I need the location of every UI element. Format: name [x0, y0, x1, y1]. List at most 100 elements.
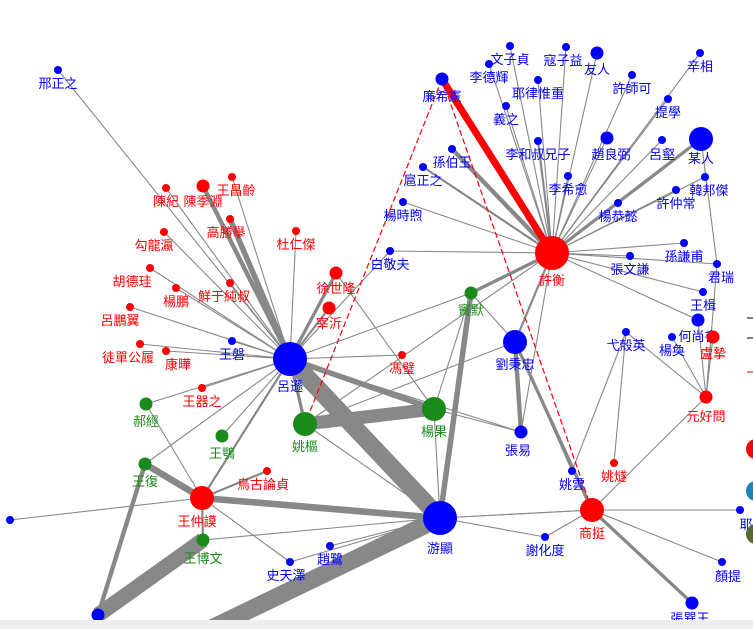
node-dot[interactable] [622, 328, 630, 336]
node-n37[interactable]: 孫伯玉 [432, 145, 472, 171]
node-dot[interactable] [196, 533, 210, 547]
node-dot[interactable] [562, 43, 570, 51]
node-n47[interactable]: 友人 [584, 46, 610, 79]
node-n67[interactable]: 姚雲 [559, 467, 585, 493]
node-n2[interactable]: 陳紀 [153, 184, 179, 210]
node-n22[interactable]: 楊果 [421, 397, 447, 440]
node-dot[interactable] [422, 397, 446, 421]
node-dot[interactable] [329, 266, 343, 280]
node-n36[interactable]: 扈正之 [403, 163, 443, 189]
node-n52[interactable]: 呂壑 [649, 136, 675, 163]
node-dot[interactable] [172, 284, 180, 292]
node-dot[interactable] [423, 501, 457, 535]
node-n31[interactable]: 竇默 [458, 286, 484, 320]
node-n10[interactable]: 鮮于純叔 [198, 279, 250, 305]
node-dot[interactable] [699, 390, 713, 404]
node-n14[interactable]: 王磐 [219, 337, 245, 363]
node-dot[interactable] [502, 102, 510, 110]
node-dot[interactable] [706, 330, 720, 344]
node-n73[interactable] [91, 608, 105, 622]
node-n4[interactable]: 王昌齡 [216, 173, 256, 199]
node-n33[interactable]: 張易 [505, 425, 531, 460]
node-dot[interactable] [273, 342, 307, 376]
node-dot[interactable] [568, 467, 576, 475]
bottom-scroll-strip[interactable] [0, 620, 753, 629]
node-n26[interactable]: 王博文 [183, 533, 223, 568]
node-dot[interactable] [226, 279, 234, 287]
node-dot[interactable] [736, 506, 744, 514]
node-dot[interactable] [136, 340, 144, 348]
node-dot[interactable] [600, 131, 614, 145]
node-n15[interactable]: 呂遜 [273, 342, 307, 395]
node-dot[interactable] [293, 412, 317, 436]
node-n65[interactable]: 元好問 [686, 390, 726, 426]
node-dot[interactable] [614, 199, 622, 207]
node-n46[interactable]: 許衡 [535, 236, 569, 289]
node-dot[interactable] [564, 172, 572, 180]
node-n35[interactable]: 楊時煦 [383, 198, 423, 224]
node-dot[interactable] [503, 330, 527, 354]
node-n30[interactable]: 馮璧 [389, 351, 415, 377]
node-n70[interactable]: 顏提 [715, 558, 741, 585]
node-n19[interactable]: 王器之 [182, 384, 222, 410]
node-n11[interactable]: 呂鵬翼 [100, 303, 140, 329]
node-n21[interactable]: 姚樞 [292, 412, 318, 455]
node-dot[interactable] [91, 608, 105, 622]
node-dot[interactable] [126, 303, 134, 311]
node-dot[interactable] [541, 533, 549, 541]
node-n60[interactable]: 王楫 [690, 288, 716, 314]
node-dot[interactable] [190, 486, 214, 510]
node-dot[interactable] [534, 76, 542, 84]
node-n56[interactable]: 楊恭懿 [598, 199, 638, 225]
node-dot[interactable] [228, 337, 236, 345]
node-dot[interactable] [286, 558, 294, 566]
node-n40[interactable]: 文子貞 [490, 42, 530, 68]
node-dot[interactable] [419, 163, 427, 171]
node-dot[interactable] [628, 71, 636, 79]
node-dot[interactable] [701, 173, 709, 181]
node-n58[interactable]: 張文謙 [610, 252, 650, 278]
node-n51[interactable]: 趙良弼 [591, 131, 631, 164]
node-n1[interactable]: 邢正之 [38, 66, 78, 92]
node-n25[interactable]: 王仲謨 [177, 486, 217, 530]
node-dot[interactable] [386, 247, 394, 255]
node-n43[interactable]: 義之 [493, 102, 519, 128]
node-n68[interactable]: 商挺 [579, 498, 605, 542]
node-dot[interactable] [326, 542, 334, 550]
node-n28[interactable]: 趙鷺 [317, 542, 343, 568]
node-dot[interactable] [448, 145, 456, 153]
node-dot[interactable] [668, 333, 676, 341]
node-n38[interactable]: 廉希憲 [422, 72, 462, 106]
node-dot[interactable] [696, 49, 704, 57]
node-n54[interactable]: 韓邦傑 [689, 173, 729, 199]
node-dot[interactable] [691, 313, 705, 327]
node-n62[interactable]: 楊奐 [659, 333, 685, 359]
node-n7[interactable]: 杜仁傑 [276, 227, 316, 253]
node-dot[interactable] [146, 264, 154, 272]
node-dot[interactable] [139, 397, 153, 411]
node-dot[interactable] [506, 42, 514, 50]
node-dot[interactable] [685, 596, 699, 610]
node-n44[interactable]: 李和叔兄子 [505, 137, 571, 163]
node-dot[interactable] [610, 459, 618, 467]
node-n57[interactable]: 孫謙甫 [664, 239, 704, 265]
node-n59[interactable]: 君瑞 [708, 260, 734, 286]
node-n75[interactable] [6, 516, 14, 524]
node-dot[interactable] [399, 198, 407, 206]
node-dot[interactable] [713, 260, 721, 268]
node-dot[interactable] [435, 72, 449, 86]
node-dot[interactable] [322, 301, 336, 315]
node-dot[interactable] [699, 288, 707, 296]
node-dot[interactable] [464, 286, 478, 300]
node-n64[interactable]: 弋殼英 [606, 328, 646, 354]
node-dot[interactable] [580, 498, 604, 522]
node-n12[interactable]: 徒單公履 [102, 340, 154, 366]
node-dot[interactable] [689, 127, 713, 151]
node-n9[interactable]: 楊鵬 [163, 284, 189, 310]
node-dot[interactable] [680, 239, 688, 247]
node-n20[interactable]: 王鶚 [209, 429, 235, 463]
node-n50[interactable]: 提學 [655, 95, 681, 121]
node-n8[interactable]: 胡德珪 [112, 264, 154, 290]
node-dot[interactable] [198, 384, 206, 392]
